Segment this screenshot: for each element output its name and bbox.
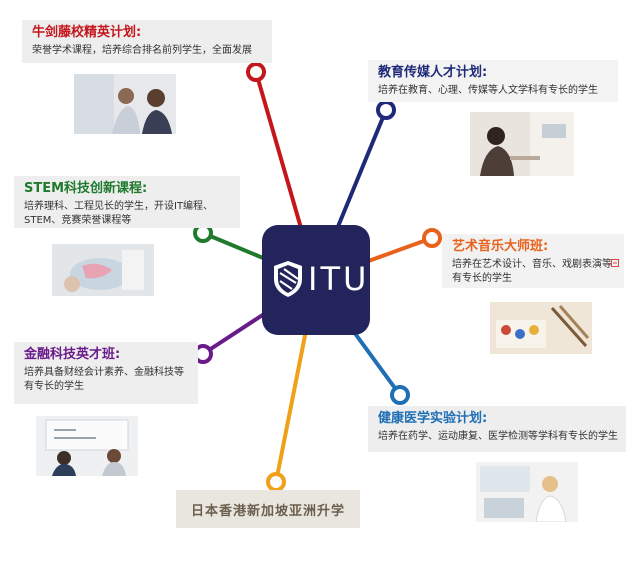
logo-text: ITU	[308, 260, 370, 298]
node-arts	[422, 228, 442, 248]
card-arts-desc: 培养在艺术设计、音乐、戏剧表演等有专长的学生	[452, 259, 612, 284]
card-finance: 金融科技英才班: 培养具备财经会计素养、金融科技等有专长的学生	[14, 342, 198, 404]
node-asia	[266, 472, 286, 492]
card-arts-title: 艺术音乐大师班:	[452, 239, 549, 254]
photo-medical-lab	[476, 462, 578, 522]
card-stem: STEM科技创新课程: 培养理科、工程见长的学生，开设IT编程、STEM、竞赛荣…	[14, 176, 240, 228]
card-health-title: 健康医学实验计划:	[378, 411, 488, 426]
card-media-desc: 培养在教育、心理、传媒等人文学科有专长的学生	[378, 85, 598, 96]
photo-whiteboard-meeting	[36, 416, 138, 476]
card-health: 健康医学实验计划: 培养在药学、运动康复、医学检测等学科有专长的学生	[368, 406, 626, 452]
card-health-desc: 培养在药学、运动康复、医学检测等学科有专长的学生	[378, 431, 618, 442]
edit-marker-icon	[611, 259, 619, 267]
photo-studying-desk	[470, 112, 574, 176]
photo-art-supplies	[490, 302, 592, 354]
photo-students-talking	[74, 74, 176, 134]
card-ivy-desc: 荣誉学术课程，培养综合排名前列学生，全面发展	[32, 45, 252, 56]
photo-lab-hands	[52, 244, 154, 296]
asia-banner: 日本香港新加坡亚洲升学	[176, 490, 360, 528]
asia-banner-label: 日本香港新加坡亚洲升学	[190, 503, 345, 519]
card-media: 教育传媒人才计划: 培养在教育、心理、传媒等人文学科有专长的学生	[368, 60, 618, 102]
card-stem-title: STEM科技创新课程:	[24, 181, 148, 196]
node-media	[376, 100, 396, 120]
card-stem-desc: 培养理科、工程见长的学生，开设IT编程、STEM、竞赛荣誉课程等	[24, 201, 214, 226]
card-arts: 艺术音乐大师班: 培养在艺术设计、音乐、戏剧表演等有专长的学生	[442, 234, 624, 288]
card-finance-desc: 培养具备财经会计素养、金融科技等有专长的学生	[24, 367, 184, 392]
node-ivy	[246, 62, 266, 82]
card-media-title: 教育传媒人才计划:	[378, 65, 488, 80]
card-ivy-title: 牛剑藤校精英计划:	[32, 25, 142, 40]
node-health	[390, 385, 410, 405]
itu-logo: ITU	[262, 225, 370, 335]
card-finance-title: 金融科技英才班:	[24, 347, 121, 362]
card-ivy: 牛剑藤校精英计划: 荣誉学术课程，培养综合排名前列学生，全面发展	[22, 20, 272, 63]
shield-icon	[274, 261, 302, 297]
